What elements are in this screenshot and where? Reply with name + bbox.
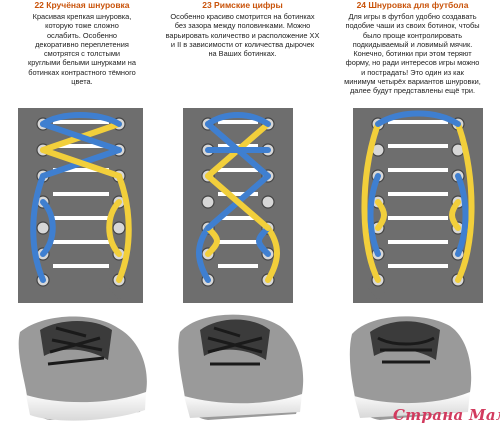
description-line: и пострадать! Это один из как: [361, 67, 464, 77]
tongue-stripes: [388, 120, 448, 268]
diagram-23: [183, 108, 293, 303]
description-line: ботинках контрастного тёмного: [28, 67, 136, 77]
tongue-stripes: [218, 120, 258, 268]
description-line: на Ваших ботинках.: [208, 49, 277, 59]
description-line: форму, но ради интересов игры можно: [345, 58, 480, 68]
panel-title: 23 Римские цифры: [202, 0, 283, 10]
panel-23: 23 Римские цифры Особенно красиво смотри…: [160, 0, 325, 58]
description-line: смотрятся с толстыми: [43, 49, 121, 59]
panel-title: 22 Кручёная шнуровка: [34, 0, 130, 10]
diagram-24: [353, 108, 483, 303]
description-line: Для игры в футбол удобно создавать: [348, 12, 477, 21]
laces: [361, 110, 475, 283]
description-line: далее будут представлены ещё три.: [349, 86, 476, 96]
diagram-22: [18, 108, 143, 303]
description-line: минимум четырёх вариантов шнуровки,: [344, 77, 481, 87]
description-line: Красивая крепкая шнуровка,: [32, 12, 132, 21]
shoe-photo-23: [178, 314, 304, 420]
site-watermark: Страна Мам: [393, 406, 500, 424]
description-line: было проще контролировать: [362, 30, 463, 40]
description-line: которую тоже сложно: [45, 21, 119, 31]
laces: [30, 112, 132, 283]
panel-description: Особенно красиво смотрится на ботинках б…: [160, 12, 325, 58]
description-line: ослабить. Особенно: [46, 30, 118, 40]
panel-24: 24 Шнуровка для футбола Для игры в футбо…: [325, 0, 500, 96]
description-line: и II в зависимости от количества дырочек: [170, 39, 315, 49]
description-line: цвета.: [71, 77, 93, 87]
description-line: без зазора между половинками. Можно: [174, 21, 311, 31]
laces: [196, 112, 280, 283]
description-line: Особенно красиво смотрится на ботинках: [170, 12, 315, 21]
panel-22: 22 Кручёная шнуровка Красивая крепкая шн…: [2, 0, 162, 86]
tongue-stripes: [53, 120, 109, 268]
description-line: подкидываемый и ловимый мячик.: [352, 39, 473, 49]
description-line: круглыми белыми шнурками на: [28, 58, 136, 68]
shoe-photo-22: [18, 316, 147, 421]
panel-title: 24 Шнуровка для футбола: [356, 0, 469, 10]
panel-description: Для игры в футбол удобно создавать подоб…: [325, 12, 500, 96]
panel-description: Красивая крепкая шнуровка, которую тоже …: [2, 12, 162, 86]
description-line: подобие чаши из своих ботинок, чтобы: [345, 21, 480, 31]
description-line: декоративно переплетения: [35, 39, 129, 49]
shoe-photo-24: [349, 316, 472, 420]
description-line: варьировать количество и расположение XX: [165, 30, 320, 40]
description-line: Конечно, ботинки при этом теряют: [353, 49, 472, 59]
